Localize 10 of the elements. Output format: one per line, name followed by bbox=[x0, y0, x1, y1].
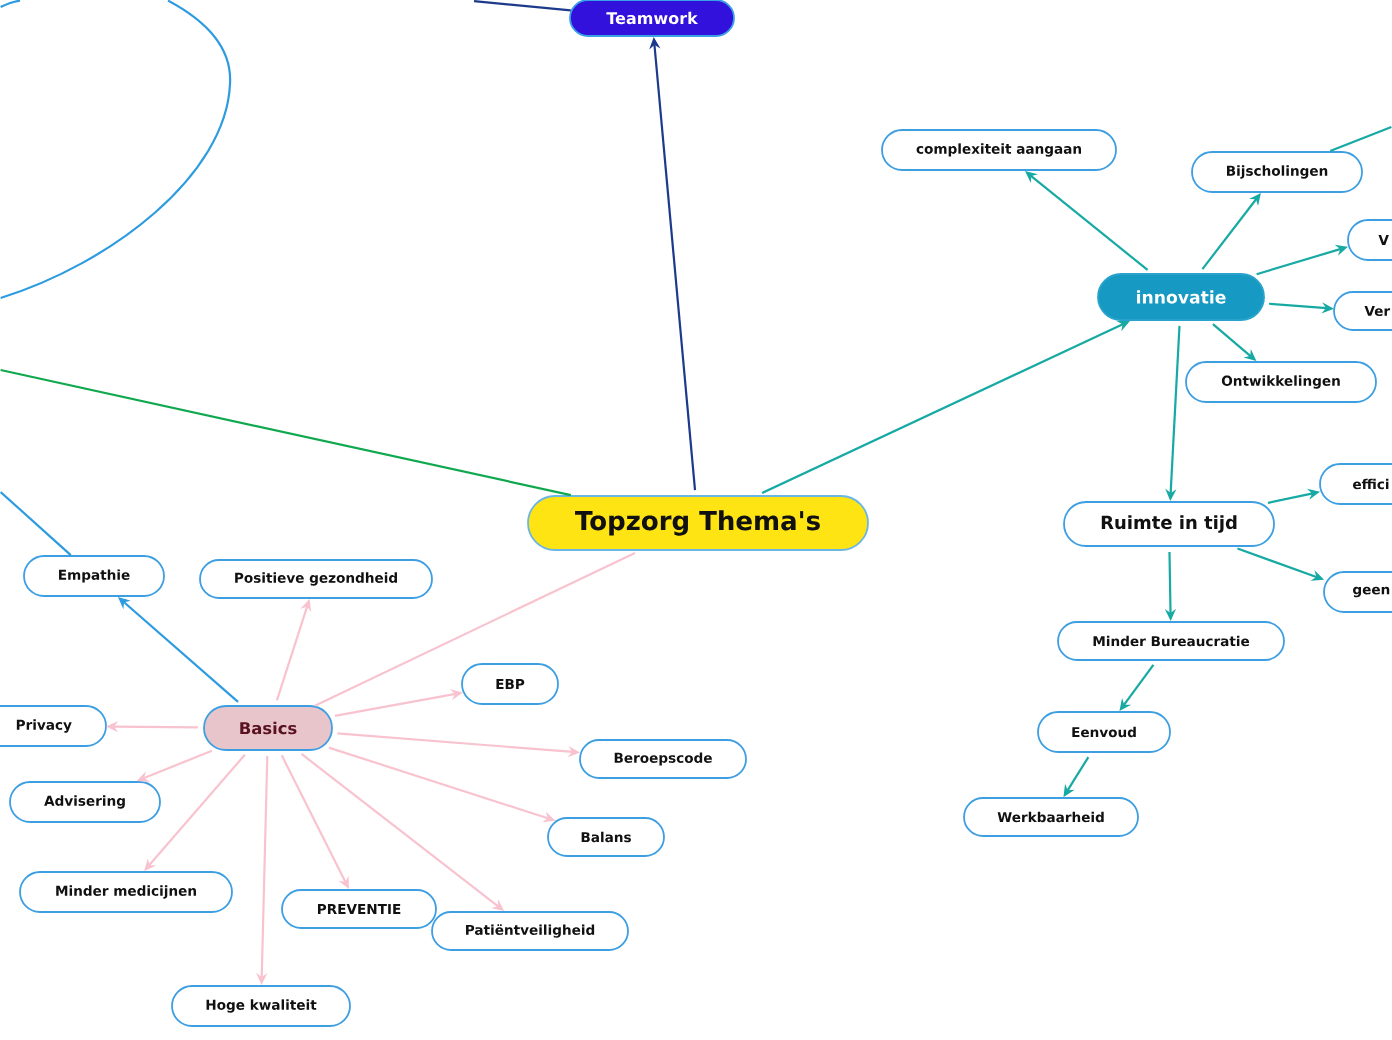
central-topic-box: Topzorg Thema's bbox=[527, 495, 869, 551]
connector-line bbox=[0, 368, 572, 497]
topic-box: innovatie bbox=[1097, 273, 1265, 321]
connector-line bbox=[1329, 125, 1392, 153]
connector-line bbox=[0, 491, 72, 556]
topic-box: Teamwork bbox=[569, 0, 735, 37]
topic-box: Ruimte in tijd bbox=[1063, 501, 1275, 547]
connector-line bbox=[473, 0, 571, 12]
connector-line bbox=[314, 552, 636, 707]
topic-box: Basics bbox=[203, 705, 333, 751]
